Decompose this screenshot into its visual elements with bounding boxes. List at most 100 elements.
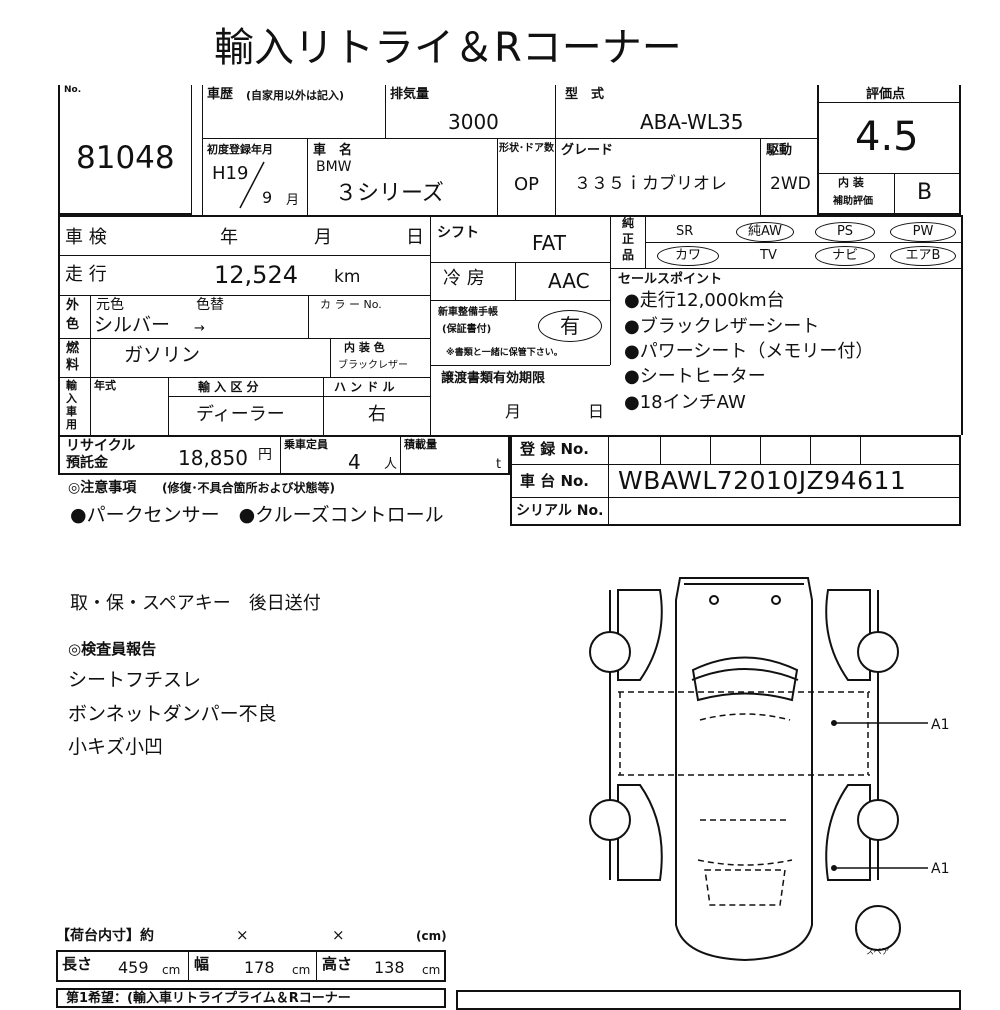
sales-point-3: ●パワーシート（メモリー付） [624,341,874,362]
mileage-label: 走 行 [65,264,107,285]
cargo-label: 【荷台内寸】約 [56,928,154,944]
cargo-width-unit: cm [292,963,311,977]
aircon-label: 冷 房 [443,268,485,289]
equipment-ps: PS [815,222,875,242]
history-label: 車歴 [207,87,234,102]
cargo-height-label: 高さ [322,955,353,973]
manual-note: ※書類と一緒に保管下さい。 [446,348,563,358]
recycle-value: 18,850 [178,446,248,470]
mileage-value: 12,524 [214,261,298,289]
keys-note: 取・保・スペアキー 後日送付 [70,593,321,614]
score-label: 評価点 [866,87,906,102]
score-value: 4.5 [855,114,919,160]
damage-mark-1: A1 [931,717,950,733]
import-year-label: 年式 [94,379,116,392]
notes-value: ●パークセンサー ●クルーズコントロール [70,504,444,526]
capacity-value: 4 [348,450,361,474]
car-maker: BMW [316,159,352,175]
displacement-value: 3000 [448,110,499,134]
manual-value: 有 [538,310,602,342]
import-label-3: 車 [66,405,77,418]
capacity-unit: 人 [384,457,398,472]
equipment-airbag: エアB [890,246,956,266]
docs-expiry-day: 日 [588,402,605,421]
import-category-label: 輸 入 区 分 [198,380,259,394]
recycle-unit: 円 [258,447,272,463]
inspector-item-3: 小キズ小凹 [68,736,164,758]
equipment-leather: カワ [657,246,719,266]
manual-label-2: (保証書付) [442,324,492,335]
handle-label: ハ ン ド ル [334,380,395,394]
page-title: 輸入リトライ＆Rコーナー [214,25,682,71]
import-category-value: ディーラー [196,404,285,425]
aircon-value: AAC [548,269,590,293]
equipment-label-2: 正 [622,232,635,246]
interior-score-label2: 補助評価 [833,196,873,207]
recycle-label-1: リサイクル [66,438,136,454]
first-reg-month-unit: 月 [286,193,300,208]
inspection-day: 日 [406,227,424,248]
capacity-label: 乗車定員 [284,438,328,451]
displacement-label: 排気量 [390,87,430,102]
inspection-year: 年 [220,227,238,248]
load-unit: t [496,457,502,472]
damage-mark-2: A1 [931,861,950,877]
cargo-width: 178 [244,958,275,977]
color-no-label: カ ラ ー No. [320,298,382,311]
cargo-x2: × [332,926,345,944]
recycle-box [58,435,510,475]
sales-point-4: ●シートヒーター [624,366,766,387]
serial-label: シリアル No. [516,503,604,519]
color-base-label: 元色 [96,297,124,313]
model-code-value: ABA-WL35 [640,110,744,134]
color-label-2: 色 [66,317,80,332]
chassis-label: 車 台 No. [520,472,590,490]
inspector-label: ◎検査員報告 [68,640,157,658]
import-label-4: 用 [66,418,77,431]
drive-value: 2WD [770,174,811,194]
first-reg-month: 9 [262,188,273,207]
import-label-2: 入 [66,392,77,405]
interior-color-label: 内 装 色 [344,341,385,354]
cargo-height: 138 [374,958,405,977]
cargo-width-label: 幅 [194,955,210,973]
first-reg-slash [236,160,266,210]
docs-expiry-label: 譲渡書類有効期限 [441,371,546,386]
registration-box [510,435,961,526]
model-code-label: 型 式 [565,87,605,102]
color-arrow: → [194,321,205,336]
mileage-unit: km [334,267,361,287]
history-note: (自家用以外は記入) [246,89,345,102]
interior-score-label1: 内 装 [838,176,864,189]
inspection-label: 車 検 [65,227,107,248]
lot-number: 81048 [76,140,175,176]
equipment-navi: ナビ [815,246,875,266]
chassis-value: WBAWL72010JZ94611 [618,466,907,495]
recycle-label-2: 預託金 [66,455,108,471]
lot-label: No. [64,85,82,95]
notes-label: ◎注意事項 [68,480,137,496]
cargo-unit: (cm) [416,929,447,943]
import-label-1: 輸 [66,379,77,392]
sales-point-5: ●18インチAW [624,392,746,413]
cargo-height-unit: cm [422,963,441,977]
equipment-label-1: 純 [622,216,635,230]
equipment-label-3: 品 [622,248,635,262]
first-reg-era: H19 [212,163,249,184]
equipment-alloy: 純AW [736,222,794,242]
cargo-box [56,950,446,982]
sales-point-2: ●ブラックレザーシート [624,316,820,337]
grade-label: グレード [561,143,614,158]
notes-sub: (修復･不具合箇所および状態等) [162,481,335,495]
color-value: シルバー [94,314,171,336]
spare-label: スペア [866,947,890,956]
fuel-label-2: 料 [66,358,80,373]
sales-points-label: セールスポイント [618,272,723,287]
grade-value: ３３５ｉカブリオレ [574,174,727,194]
car-damage-diagram [580,570,1000,970]
cargo-length-label: 長さ [62,955,93,973]
score-box [817,85,961,215]
shape-door-value: OP [514,174,540,195]
equipment-tv: TV [760,248,777,263]
manual-label-1: 新車整備手帳 [438,307,498,318]
